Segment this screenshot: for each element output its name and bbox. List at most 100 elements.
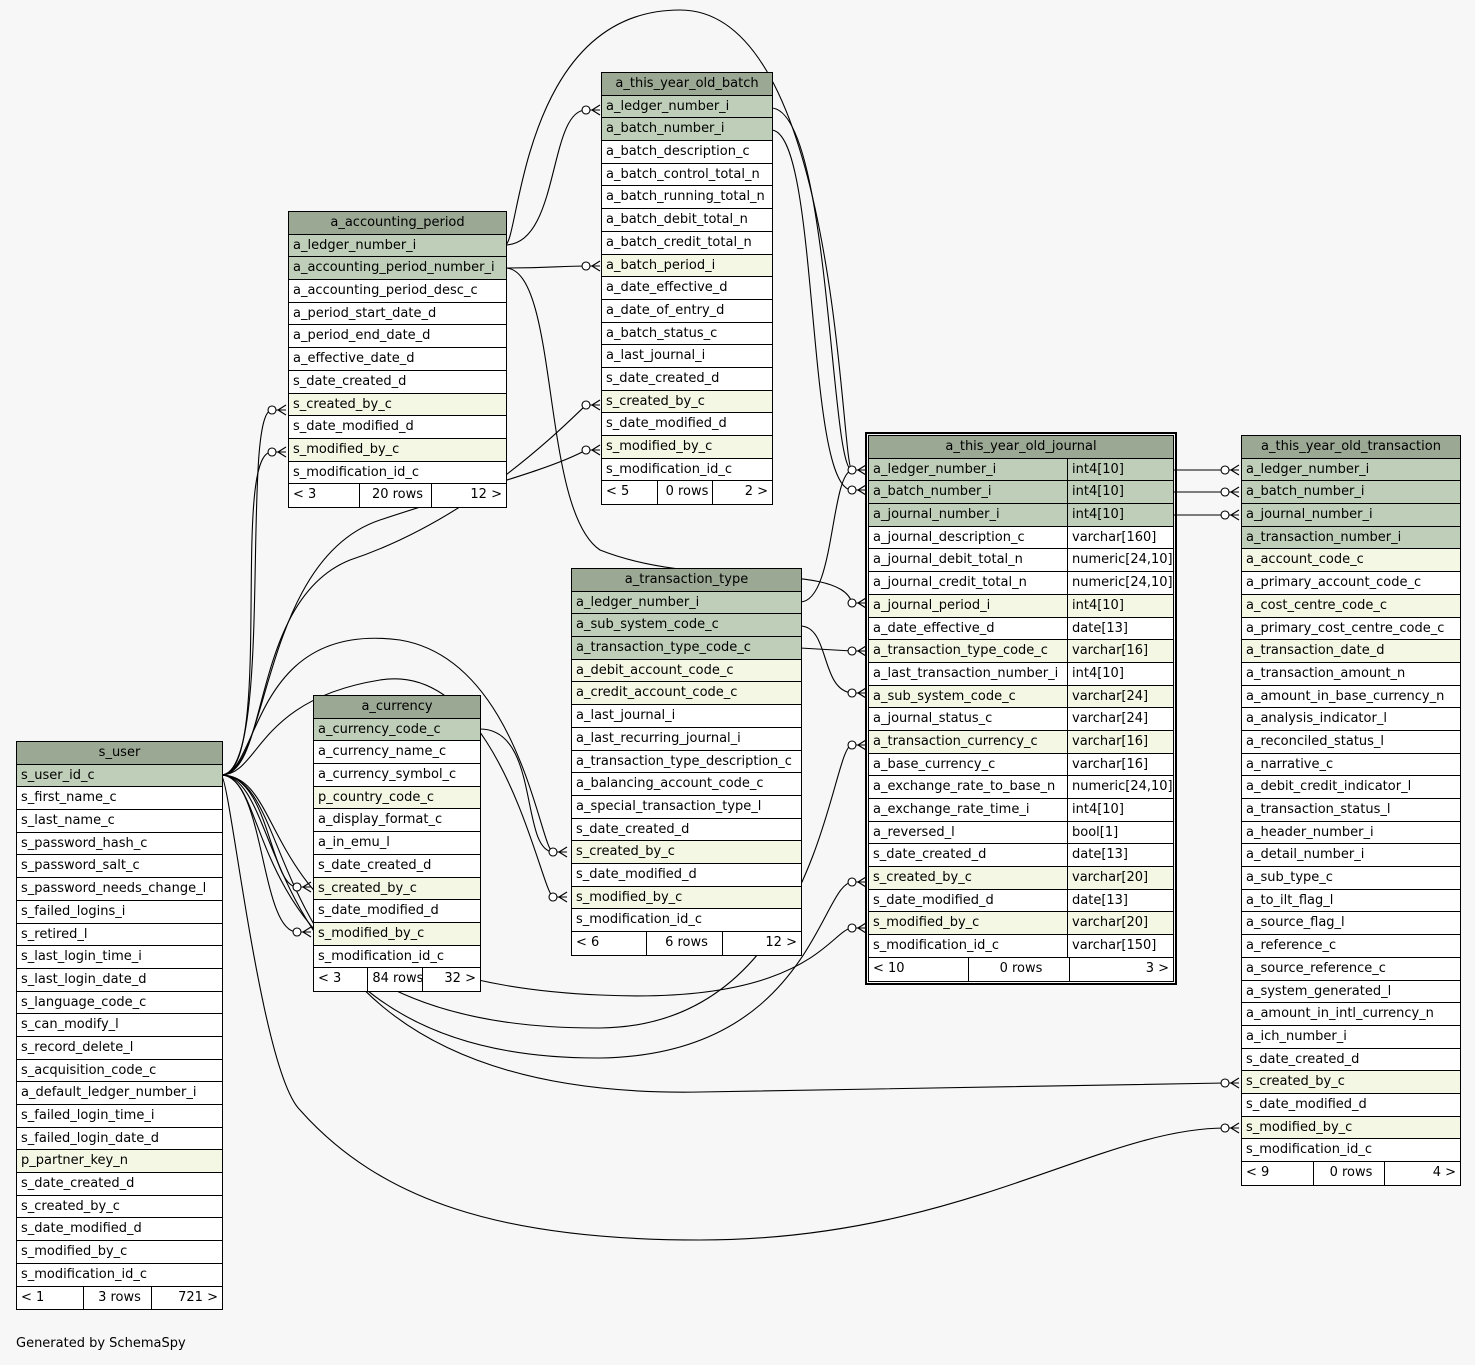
column-name: a_transaction_status_l xyxy=(1246,802,1391,817)
column-row: a_debit_credit_indicator_l xyxy=(1242,776,1460,799)
column-row: a_special_transaction_type_l xyxy=(572,796,801,819)
column-row: s_password_hash_c xyxy=(17,833,222,856)
column-row: s_modification_id_c xyxy=(602,459,772,482)
column-row: a_reconciled_status_l xyxy=(1242,731,1460,754)
optional-marker xyxy=(1220,1078,1230,1088)
column-name: s_user_id_c xyxy=(21,767,95,783)
column-name: a_last_transaction_number_i xyxy=(873,665,1059,681)
column-row: s_password_salt_c xyxy=(17,855,222,879)
parent-count: < 6 xyxy=(576,935,600,950)
column-row: s_modified_by_c xyxy=(1242,1116,1460,1140)
column-row: s_date_modified_d xyxy=(289,416,506,439)
parent-count: < 1 xyxy=(21,1289,45,1305)
table-name: a_currency xyxy=(361,699,433,714)
column-row: s_modified_by_c xyxy=(602,436,772,459)
column-name: a_transaction_type_description_c xyxy=(576,753,792,769)
column-row: s_user_id_c xyxy=(17,764,222,788)
row-count: 20 rows xyxy=(359,484,430,507)
column-name: a_effective_date_d xyxy=(293,351,415,367)
table-name: a_accounting_period xyxy=(330,215,465,230)
column-row: s_date_created_d xyxy=(17,1173,222,1196)
column-row: a_detail_number_i xyxy=(1242,844,1460,868)
column-name: a_batch_period_i xyxy=(606,257,716,273)
column-row: a_currency_code_c xyxy=(314,718,480,742)
crowfoot-marker xyxy=(856,484,867,496)
column-row: s_date_modified_d xyxy=(1242,1094,1460,1117)
column-row: a_primary_account_code_c xyxy=(1242,572,1460,595)
column-row: s_date_modified_d xyxy=(314,900,480,923)
crowfoot-marker xyxy=(590,444,601,456)
column-type: date[13] xyxy=(1067,889,1173,912)
column-name: s_password_hash_c xyxy=(21,835,148,851)
column-row: s_modified_by_c xyxy=(289,438,506,462)
column-type: varchar[150] xyxy=(1067,935,1173,957)
column-name: a_batch_status_c xyxy=(606,325,718,341)
column-name: s_failed_logins_i xyxy=(21,903,126,919)
column-row: s_modification_id_c xyxy=(17,1264,222,1287)
parent-count: < 9 xyxy=(1246,1165,1270,1180)
column-name: a_reference_c xyxy=(1246,938,1337,954)
child-count: 4 > xyxy=(1384,1162,1460,1185)
column-name: a_journal_period_i xyxy=(873,597,991,613)
column-row: a_ledger_number_i xyxy=(602,95,772,119)
column-name: s_failed_login_date_d xyxy=(21,1130,160,1146)
relationship-line xyxy=(479,728,554,853)
relationship-line xyxy=(220,774,298,933)
column-name: s_created_by_c xyxy=(1246,1074,1345,1090)
parent-count: < 3 xyxy=(293,487,317,503)
table-header: a_accounting_period xyxy=(289,212,506,235)
column-row: a_header_number_i xyxy=(1242,822,1460,845)
relationship-line xyxy=(504,109,587,246)
optional-marker xyxy=(581,445,591,455)
column-row: p_country_code_c xyxy=(314,786,480,810)
column-name: a_batch_number_i xyxy=(606,121,725,137)
column-name: a_source_flag_l xyxy=(1246,915,1345,931)
child-count: 32 > xyxy=(421,968,480,991)
row-count: 84 rows xyxy=(367,968,422,991)
column-name: s_created_by_c xyxy=(293,396,392,412)
crowfoot-marker xyxy=(276,404,287,416)
column-name: a_ledger_number_i xyxy=(606,98,730,114)
relationship-line xyxy=(220,774,1226,1241)
column-name: s_date_modified_d xyxy=(318,903,439,919)
table-header: a_this_year_old_journal xyxy=(869,436,1173,459)
column-name: a_ledger_number_i xyxy=(873,461,997,477)
column-row: a_narrative_c xyxy=(1242,754,1460,777)
relationship-line xyxy=(799,647,853,652)
column-name: s_date_modified_d xyxy=(873,892,994,908)
column-row: a_currency_name_c xyxy=(314,741,480,765)
column-name: a_source_reference_c xyxy=(1246,960,1386,976)
column-row: a_to_ilt_flag_l xyxy=(1242,890,1460,913)
row-count: 6 rows xyxy=(646,932,721,955)
column-name: s_password_salt_c xyxy=(21,858,140,874)
column-name: s_date_created_d xyxy=(21,1176,135,1192)
crowfoot-marker xyxy=(301,926,312,938)
optional-marker xyxy=(847,485,857,495)
column-name: s_modified_by_c xyxy=(576,889,683,905)
relationship-line xyxy=(220,637,554,853)
column-name: a_sub_system_code_c xyxy=(576,617,719,633)
optional-marker xyxy=(548,847,558,857)
column-type: varchar[20] xyxy=(1067,867,1173,889)
column-name: a_last_recurring_journal_i xyxy=(576,730,741,746)
column-row: a_account_code_c xyxy=(1242,549,1460,573)
column-name: a_date_effective_d xyxy=(606,280,728,296)
table-name: a_this_year_old_batch xyxy=(615,76,759,91)
column-name: a_exchange_rate_time_i xyxy=(873,802,1030,817)
crowfoot-marker xyxy=(856,739,867,751)
row-count: 0 rows xyxy=(968,957,1068,981)
column-row: a_transaction_type_description_c xyxy=(572,751,801,774)
column-row: a_ich_number_i xyxy=(1242,1026,1460,1049)
column-type: varchar[24] xyxy=(1067,708,1173,730)
column-name: s_created_by_c xyxy=(21,1198,120,1214)
column-name: s_modification_id_c xyxy=(1246,1142,1372,1158)
column-name: a_date_effective_d xyxy=(873,620,995,636)
column-row: a_journal_number_i xyxy=(1242,504,1460,527)
relationship-line xyxy=(770,129,853,491)
